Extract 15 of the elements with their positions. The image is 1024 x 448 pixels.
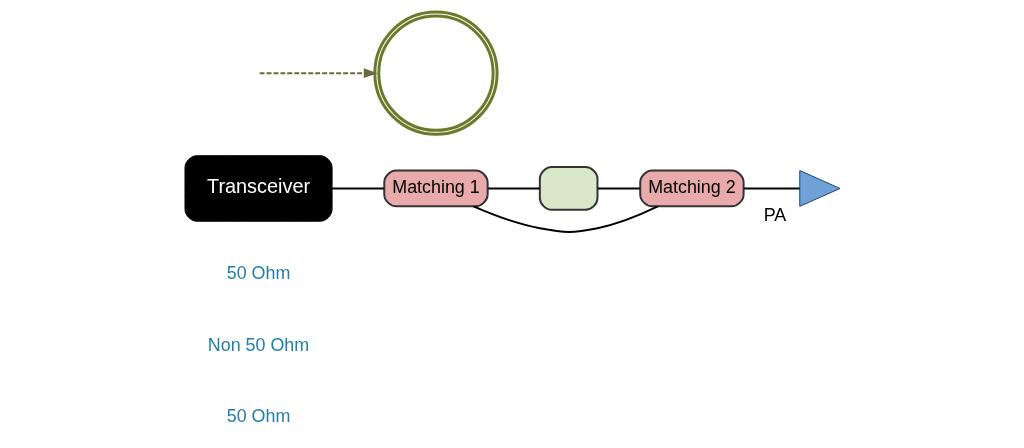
node-label: PA (763, 204, 786, 225)
node-box: Matching 2 (638, 169, 745, 208)
connector (330, 187, 385, 190)
arrow (258, 68, 378, 79)
connector (596, 187, 641, 190)
connector (742, 187, 801, 190)
node-box: Transceiver (184, 155, 333, 222)
node-box (538, 166, 598, 211)
node-box: Matching 1 (382, 169, 489, 208)
label: Non 50 Ohm (207, 334, 309, 355)
node-picture (372, 10, 499, 136)
connector (472, 205, 659, 233)
label: 50 Ohm (226, 406, 290, 427)
label: 50 Ohm (226, 263, 290, 284)
connector (486, 187, 541, 190)
